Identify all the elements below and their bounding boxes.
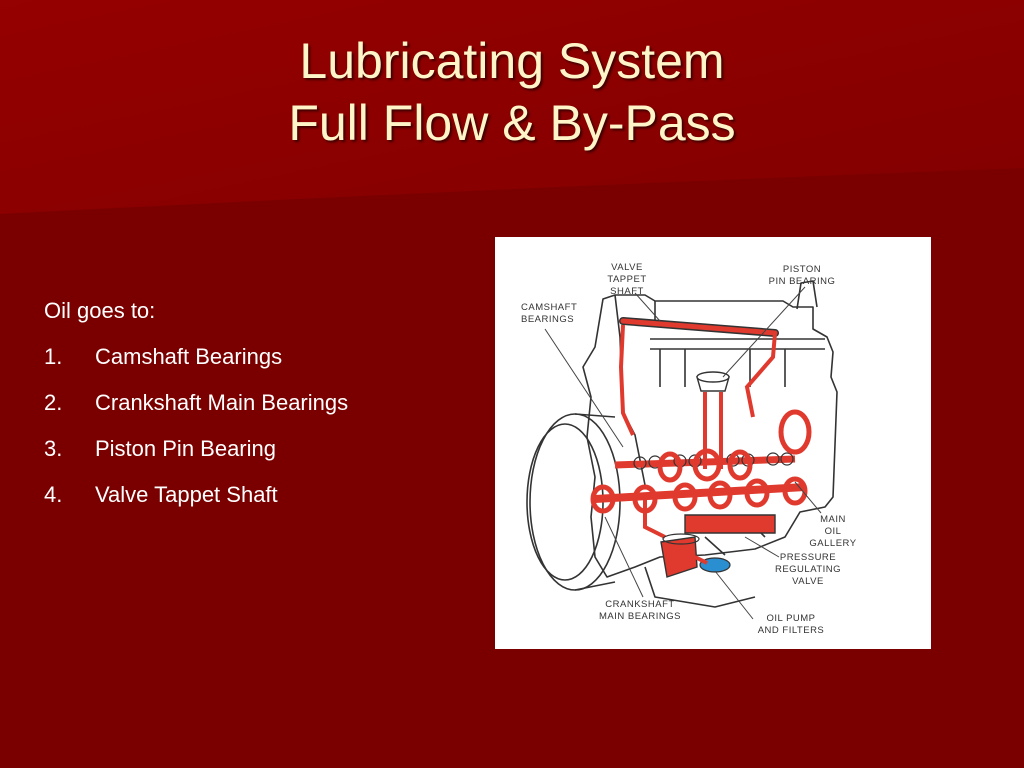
label-valve-tappet-shaft-1: VALVE xyxy=(611,262,643,273)
list-item: 3. Piston Pin Bearing xyxy=(44,432,348,478)
label-camshaft-bearings-2: BEARINGS xyxy=(521,314,574,325)
label-pressure-regulating-valve-1: PRESSURE xyxy=(780,552,836,563)
list-item-text: Camshaft Bearings xyxy=(95,344,283,369)
label-pressure-regulating-valve-3: VALVE xyxy=(792,576,824,587)
label-main-oil-gallery-3: GALLERY xyxy=(809,538,856,549)
list-item-number: 4. xyxy=(44,482,63,507)
list-item: 4. Valve Tappet Shaft xyxy=(44,478,348,524)
label-main-oil-gallery-1: MAIN xyxy=(820,514,846,525)
label-oil-pump-and-filters-1: OIL PUMP xyxy=(766,613,815,624)
label-piston-pin-bearing-2: PIN BEARING xyxy=(769,276,836,287)
title-line-1: Lubricating System xyxy=(299,33,725,89)
list-item-text: Piston Pin Bearing xyxy=(95,436,276,461)
label-crankshaft-main-bearings-2: MAIN BEARINGS xyxy=(599,611,681,622)
list-item: 2. Crankshaft Main Bearings xyxy=(44,386,348,432)
oil-passages xyxy=(590,317,812,578)
list-item-number: 1. xyxy=(44,344,63,369)
list-item-number: 2. xyxy=(44,390,63,415)
list-item-number: 3. xyxy=(44,436,63,461)
list-item: 1. Camshaft Bearings xyxy=(44,340,348,386)
list-item-text: Valve Tappet Shaft xyxy=(95,482,278,507)
diagram-labels: VALVE TAPPET SHAFT PISTON PIN BEARING CA… xyxy=(521,262,856,636)
leader-lines xyxy=(544,286,822,620)
bullet-list: Oil goes to: 1. Camshaft Bearings 2. Cra… xyxy=(44,294,348,524)
label-oil-pump-and-filters-2: AND FILTERS xyxy=(758,625,825,636)
engine-diagram-svg: VALVE TAPPET SHAFT PISTON PIN BEARING CA… xyxy=(521,262,856,636)
label-main-oil-gallery-2: OIL xyxy=(825,526,842,537)
engine-lubrication-diagram: VALVE TAPPET SHAFT PISTON PIN BEARING CA… xyxy=(495,237,931,649)
label-camshaft-bearings-1: CAMSHAFT xyxy=(521,302,577,313)
list-intro: Oil goes to: xyxy=(44,298,156,323)
label-valve-tappet-shaft-2: TAPPET xyxy=(607,274,646,285)
label-piston-pin-bearing-1: PISTON xyxy=(783,264,821,275)
label-crankshaft-main-bearings-1: CRANKSHAFT xyxy=(605,599,674,610)
list-item-text: Crankshaft Main Bearings xyxy=(95,390,349,415)
slide-title: Lubricating System Full Flow & By-Pass xyxy=(0,30,1024,154)
label-pressure-regulating-valve-2: REGULATING xyxy=(775,564,841,575)
title-line-2: Full Flow & By-Pass xyxy=(288,95,736,151)
label-valve-tappet-shaft-3: SHAFT xyxy=(610,286,644,297)
